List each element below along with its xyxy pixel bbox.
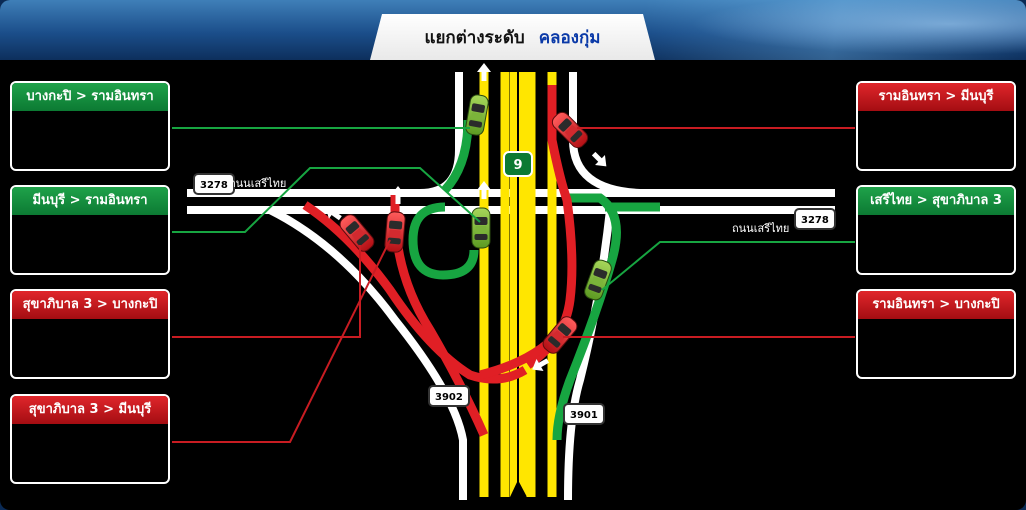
route-shield-3901: 3901 <box>563 403 605 425</box>
route-shield-3278-left: 3278 <box>193 173 235 195</box>
route-shield-3902: 3902 <box>428 385 470 407</box>
road-name-left: ถนนเสรีไทย <box>229 177 287 190</box>
title-card: แยกต่างระดับ คลองกุ่ม <box>370 14 655 60</box>
route-panel-label: สุขาภิบาล 3 > มีนบุรี <box>12 396 168 424</box>
route-panel-left-2[interactable]: มีนบุรี > รามอินทรา <box>10 185 170 275</box>
route-panel-label: สุขาภิบาล 3 > บางกะปิ <box>12 291 168 319</box>
route-shield-3278-right: 3278 <box>794 208 836 230</box>
car-icon <box>471 207 491 249</box>
route-panel-right-3[interactable]: รามอินทรา > บางกะปิ <box>856 289 1016 379</box>
route-panel-left-4[interactable]: สุขาภิบาล 3 > มีนบุรี <box>10 394 170 484</box>
route-panel-label: เสรีไทย > สุขาภิบาล 3 <box>858 187 1014 215</box>
route-panel-label: รามอินทรา > มีนบุรี <box>858 83 1014 111</box>
direction-arrow-icon <box>477 63 491 81</box>
route-panel-right-2[interactable]: เสรีไทย > สุขาภิบาล 3 <box>856 185 1016 275</box>
route-panel-right-1[interactable]: รามอินทรา > มีนบุรี <box>856 81 1016 171</box>
route-panel-left-1[interactable]: บางกะปิ > รามอินทรา <box>10 81 170 171</box>
road-name-right: ถนนเสรีไทย <box>732 222 790 235</box>
expressway-photo-strip <box>646 0 1026 60</box>
highway-9-shield: 9 <box>503 151 533 177</box>
car-icon <box>539 313 581 357</box>
highway-9-center <box>510 72 527 497</box>
page-title: แยกต่างระดับ <box>424 27 525 48</box>
route-panel-label: มีนบุรี > รามอินทรา <box>12 187 168 215</box>
direction-arrow-icon <box>588 148 612 172</box>
callout-lines <box>172 127 855 443</box>
route-panel-left-3[interactable]: สุขาภิบาล 3 > บางกะปิ <box>10 289 170 379</box>
page-title-place: คลองกุ่ม <box>538 27 601 48</box>
route-panel-label: บางกะปิ > รามอินทรา <box>12 83 168 111</box>
route-panel-label: รามอินทรา > บางกะปิ <box>858 291 1014 319</box>
